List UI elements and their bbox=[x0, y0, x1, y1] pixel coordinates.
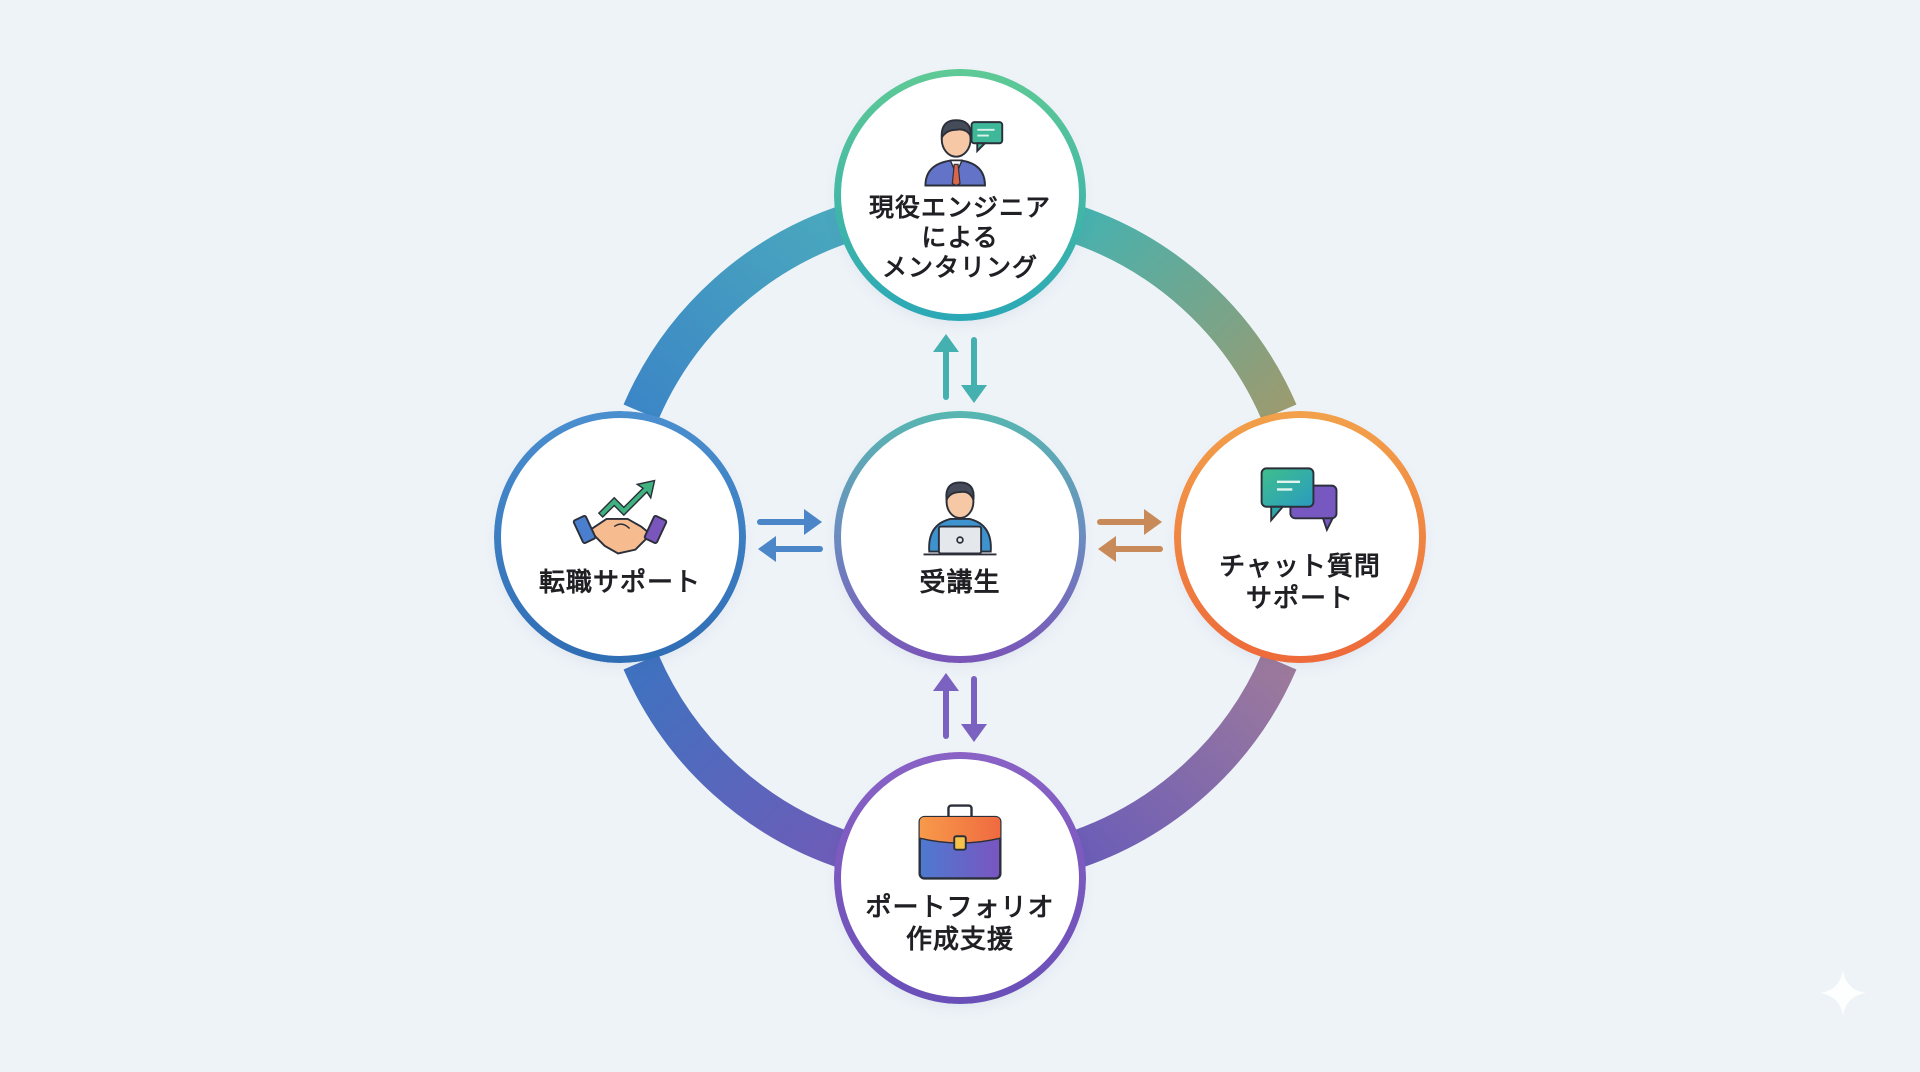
connector-bottom bbox=[933, 673, 987, 742]
sparkle-icon bbox=[1820, 970, 1866, 1016]
connector-right bbox=[1097, 509, 1163, 562]
ring-arc-top-left bbox=[623, 203, 857, 420]
node-label: 受講生 bbox=[919, 568, 1001, 598]
handshake-growth-icon bbox=[572, 479, 668, 555]
chat-bubbles-icon bbox=[1260, 467, 1338, 533]
briefcase-icon bbox=[918, 804, 1002, 880]
node-student: 受講生 bbox=[841, 418, 1079, 656]
node-label: チャット質問 サポート bbox=[1219, 552, 1381, 614]
node-career-support: 転職サポート bbox=[501, 418, 739, 656]
node-portfolio: ポートフォリオ 作成支援 bbox=[841, 759, 1079, 997]
ring-arc-bottom-right bbox=[1063, 654, 1297, 871]
student-laptop-icon bbox=[923, 481, 997, 556]
connector-top bbox=[933, 334, 987, 403]
node-mentoring: 現役エンジニア による メンタリング bbox=[841, 76, 1079, 314]
ring-arc-top-right bbox=[1063, 203, 1297, 420]
connector-left bbox=[757, 509, 823, 562]
mentor-chat-icon bbox=[924, 119, 1004, 187]
ring-arc-bottom-left bbox=[623, 654, 857, 871]
node-label: ポートフォリオ 作成支援 bbox=[865, 893, 1055, 955]
node-label: 転職サポート bbox=[538, 568, 701, 598]
node-label: 現役エンジニア による メンタリング bbox=[868, 193, 1051, 282]
node-chat-support: チャット質問 サポート bbox=[1181, 418, 1419, 656]
